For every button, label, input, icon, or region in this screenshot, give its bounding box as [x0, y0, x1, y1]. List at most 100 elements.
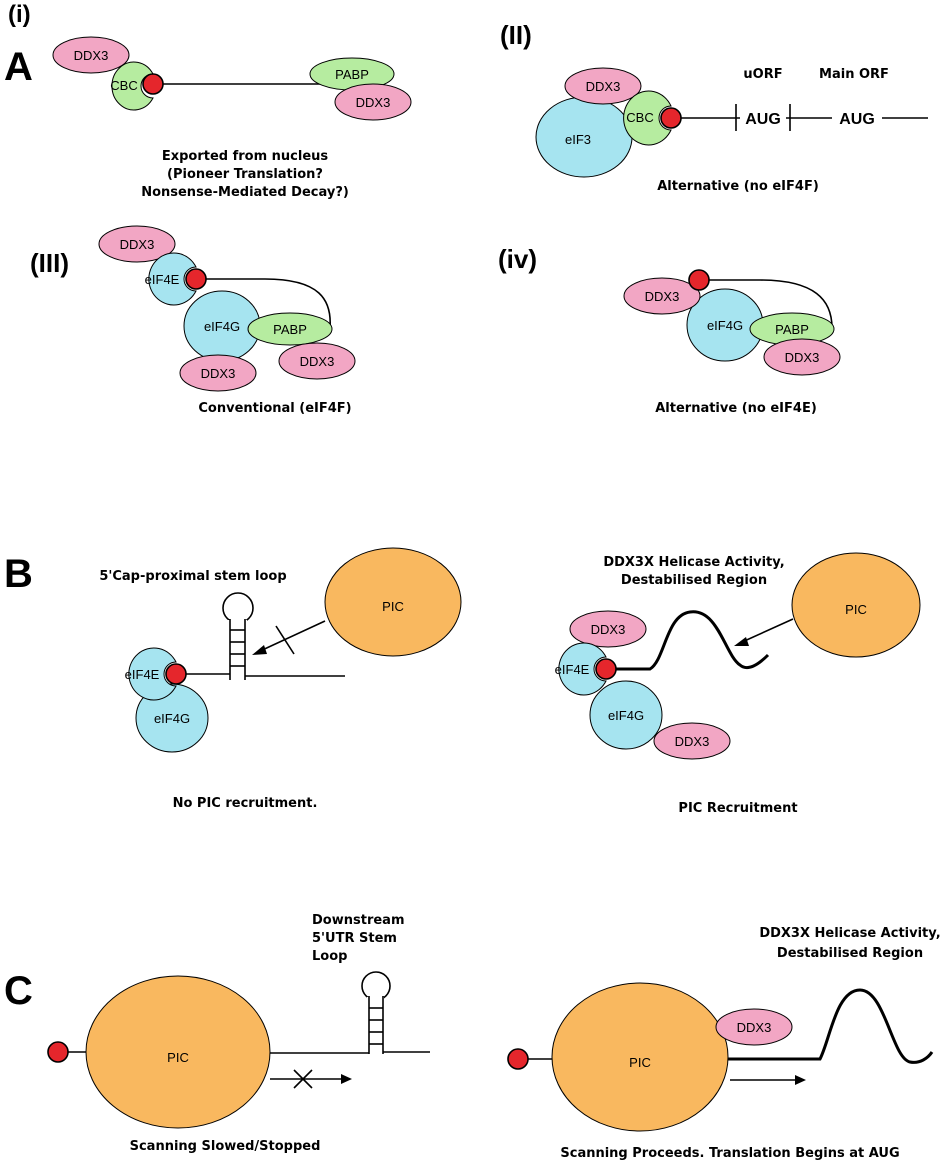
- caption-c-left: Scanning Slowed/Stopped: [130, 1139, 321, 1154]
- diagram-c-right: DDX3X Helicase Activity, Destabilised Re…: [507, 926, 941, 1161]
- ddx3-protein: [715, 1008, 793, 1046]
- block-mark: [293, 1069, 313, 1089]
- eif4e-label: eIF4E: [555, 662, 590, 677]
- arrow-head: [795, 1075, 806, 1085]
- stem-gap: [228, 620, 247, 632]
- pic-complex: [85, 975, 271, 1129]
- mrna-strand: [706, 279, 833, 329]
- blocked-arrow: [257, 620, 326, 653]
- ddx3-protein: [569, 610, 647, 648]
- ddx3-protein: [52, 36, 130, 74]
- diagram-b-left: 5'Cap-proximal stem loop PIC eIF4G eIF4E…: [99, 547, 462, 811]
- panel-label-A: A: [4, 45, 33, 89]
- diagram-c-left: Downstream 5'UTR Stem Loop PIC Scanning …: [47, 913, 430, 1154]
- stem-loop-label-line3: Loop: [312, 949, 347, 964]
- uorf-label: uORF: [743, 67, 782, 82]
- destabilised-region: [612, 610, 770, 671]
- cap-5prime: [142, 73, 164, 95]
- ddx3-label: DDX3: [645, 289, 680, 304]
- ddx3-protein: [278, 342, 356, 380]
- main-orf-aug-label: AUG: [839, 111, 875, 128]
- pic-label: PIC: [167, 1050, 189, 1065]
- panel-label-ii: (II): [500, 20, 532, 50]
- stem-gap: [367, 997, 384, 1009]
- eif4e-protein: [128, 647, 177, 701]
- ddx3-protein: [623, 277, 701, 315]
- recruitment-arrow: [739, 618, 794, 644]
- ddx3-label: DDX3: [591, 622, 626, 637]
- mrna-strand: [204, 278, 331, 329]
- ddx3-label: DDX3: [586, 79, 621, 94]
- caption-ii: Alternative (no eIF4F): [657, 179, 819, 194]
- eif4g-label: eIF4G: [154, 711, 190, 726]
- eif4e-protein: [148, 252, 197, 306]
- ddx3-protein: [564, 67, 642, 105]
- pabp-protein: [247, 312, 333, 346]
- stem-loop-head: [222, 592, 254, 624]
- eif4e-protein: [558, 642, 607, 696]
- caption-b-right: PIC Recruitment: [678, 801, 797, 816]
- main-orf-label: Main ORF: [819, 67, 889, 82]
- diagram-iii: (III) DDX3 eIF4G eIF4E PABP DDX3 DDX3 Co…: [30, 225, 356, 416]
- pic-complex: [551, 982, 729, 1132]
- panel-label-i: (i): [8, 1, 31, 28]
- block-mark: [275, 625, 295, 655]
- eif4e-label: eIF4E: [145, 272, 180, 287]
- stem-loop-label: 5'Cap-proximal stem loop: [99, 569, 286, 584]
- diagram-ii: (II) AUG AUG uORF Main ORF eIF3 DDX3 CBC…: [500, 20, 928, 194]
- arrow-head: [252, 645, 267, 655]
- cap-5prime: [595, 658, 617, 680]
- cbc-protein: [623, 90, 672, 146]
- eif4g-protein: [589, 680, 663, 750]
- helicase-title-line2: Destabilised Region: [621, 573, 767, 588]
- caption-c-right: Scanning Proceeds. Translation Begins at…: [560, 1146, 899, 1161]
- diagram-iv: (iv) eIF4G DDX3 PABP DDX3 Alternative (n…: [498, 244, 841, 416]
- ddx3-protein: [334, 83, 412, 121]
- caption-i-line1: Exported from nucleus: [162, 149, 329, 164]
- ddx3-label: DDX3: [737, 1020, 772, 1035]
- ddx3-protein: [98, 225, 176, 263]
- panel-label-C: C: [4, 969, 33, 1013]
- ddx3-label: DDX3: [356, 95, 391, 110]
- caption-i-line2: (Pioneer Translation?: [167, 167, 323, 182]
- uorf-aug-label: AUG: [745, 111, 781, 128]
- ddx3-label: DDX3: [300, 354, 335, 369]
- pic-label: PIC: [629, 1055, 651, 1070]
- caption-b-left: No PIC recruitment.: [173, 796, 318, 811]
- pic-label: PIC: [845, 602, 867, 617]
- eif4g-label: eIF4G: [707, 318, 743, 333]
- cbc-protein: [111, 61, 154, 111]
- stem-loop-label-line2: 5'UTR Stem: [312, 931, 397, 946]
- cap-5prime: [507, 1048, 529, 1070]
- cap-5prime: [185, 268, 207, 290]
- ddx3-protein: [653, 722, 731, 760]
- panel-label-iv: (iv): [498, 244, 537, 274]
- ddx3-protein: [179, 354, 257, 392]
- eif4e-label: eIF4E: [125, 667, 160, 682]
- caption-iv: Alternative (no eIF4E): [655, 401, 817, 416]
- pabp-label: PABP: [335, 67, 369, 82]
- cap-5prime: [660, 107, 682, 129]
- stem-loop-head: [361, 971, 391, 1001]
- stem-loop-label-line1: Downstream: [312, 913, 405, 928]
- cbc-label: CBC: [110, 78, 137, 93]
- cap-5prime: [165, 663, 187, 685]
- arrow-head: [734, 637, 749, 646]
- pic-complex: [324, 547, 462, 657]
- pabp-label: PABP: [273, 322, 307, 337]
- cap-5prime: [688, 269, 710, 291]
- pic-label: PIC: [382, 599, 404, 614]
- diagram-i: DDX3 CBC PABP DDX3 Exported from nucleus…: [52, 36, 412, 200]
- diagram-b-right: DDX3X Helicase Activity, Destabilised Re…: [555, 552, 921, 816]
- eif3-label: eIF3: [565, 132, 591, 147]
- destabilised-region: [720, 988, 934, 1064]
- pabp-label: PABP: [775, 322, 809, 337]
- ddx3-label: DDX3: [675, 734, 710, 749]
- ddx3-label: DDX3: [201, 366, 236, 381]
- arrow-head: [341, 1074, 352, 1084]
- helicase-title-line2: Destabilised Region: [777, 946, 923, 961]
- panel-label-B: B: [4, 552, 33, 596]
- helicase-title-line1: DDX3X Helicase Activity,: [603, 555, 784, 570]
- caption-iii: Conventional (eIF4F): [198, 401, 351, 416]
